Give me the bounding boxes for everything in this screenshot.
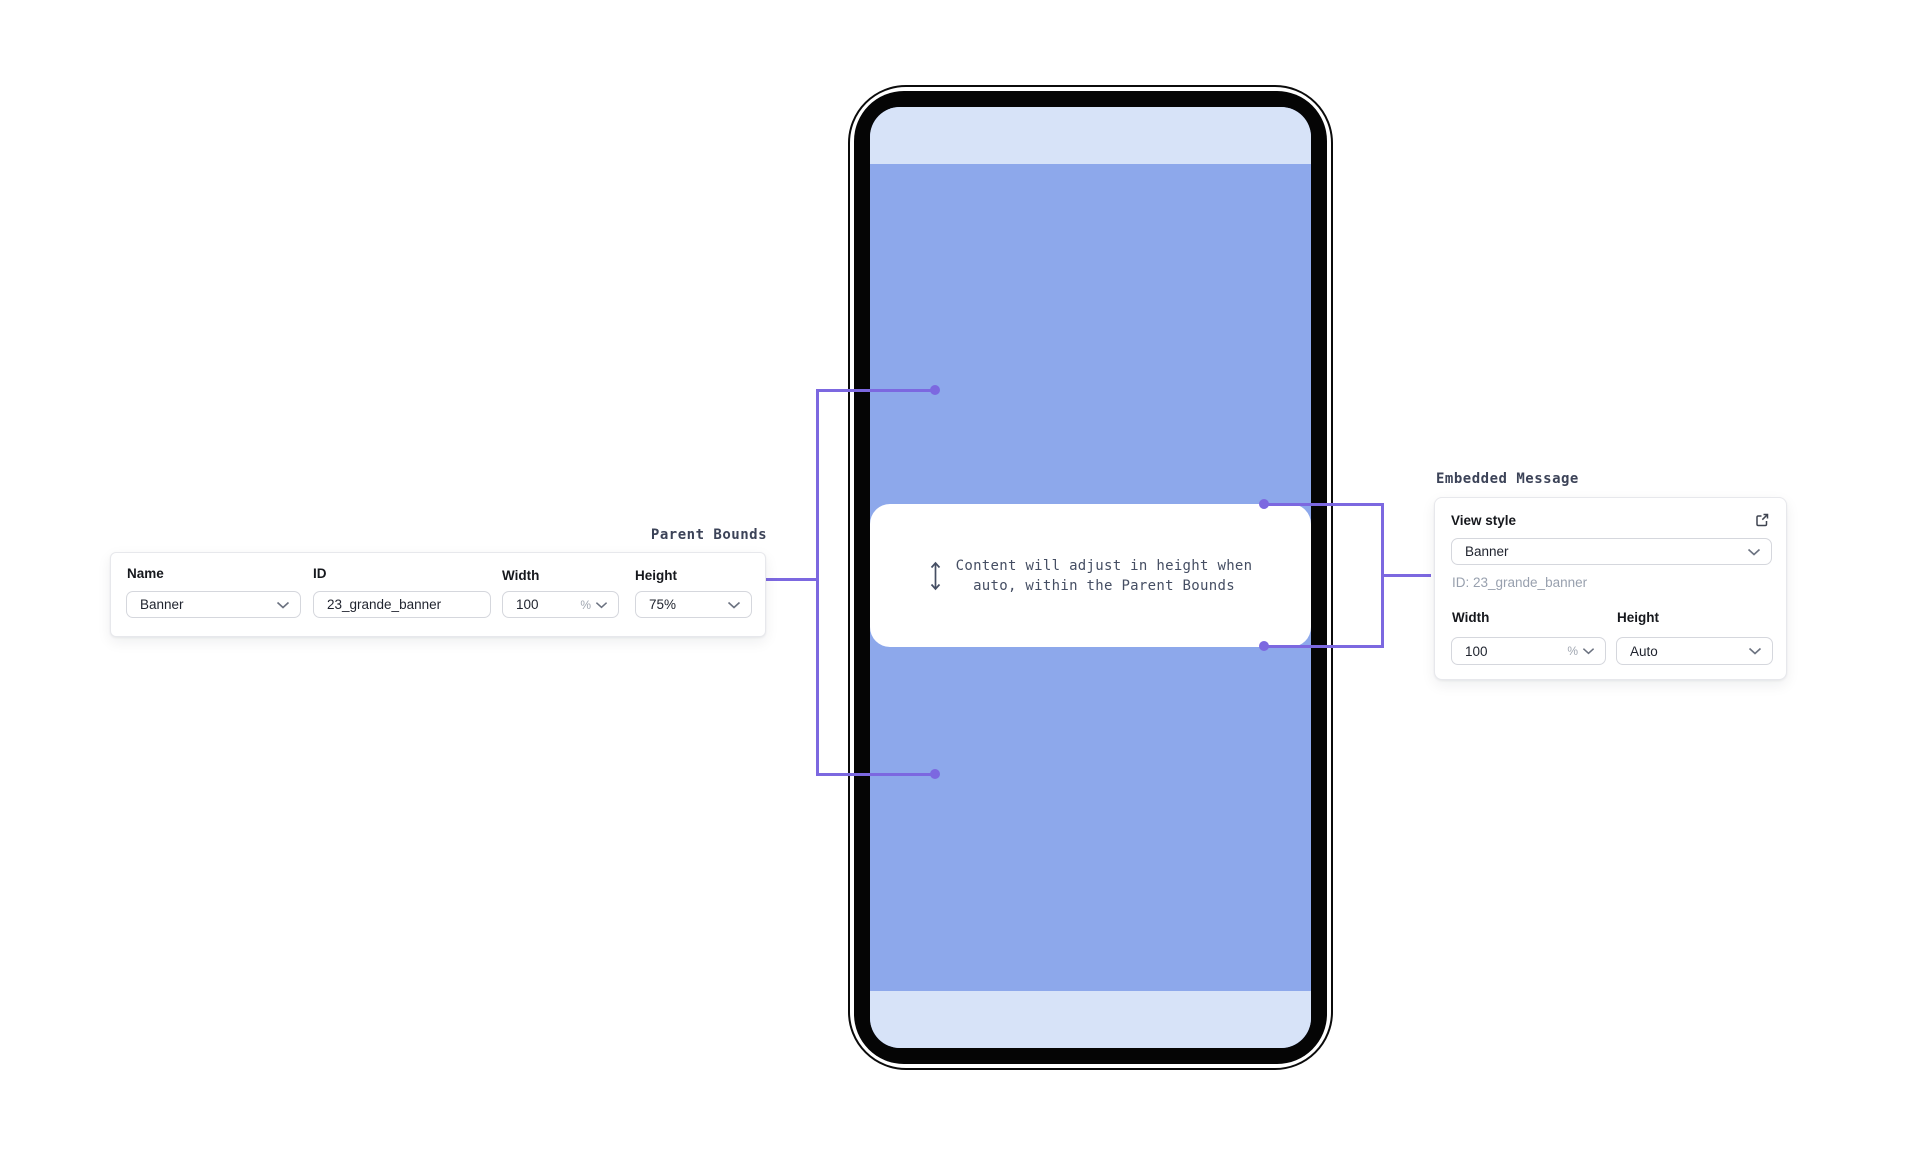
width-label: Width — [1452, 610, 1490, 625]
phone-screen: Content will adjust in height when auto,… — [870, 107, 1311, 1048]
phone-mockup: Content will adjust in height when auto,… — [848, 85, 1333, 1070]
height-select[interactable]: 75% — [635, 591, 752, 618]
view-style-select[interactable]: Banner — [1451, 538, 1772, 565]
width-label: Width — [502, 568, 540, 583]
width-input-value: 100 — [516, 597, 539, 612]
chevron-down-icon — [1582, 647, 1595, 655]
id-input-value: 23_grande_banner — [327, 597, 442, 612]
parent-bounds-title: Parent Bounds — [650, 527, 767, 543]
width-unit-label: % — [1567, 644, 1578, 658]
phone-bezel: Content will adjust in height when auto,… — [854, 91, 1327, 1064]
banner-message-line2: auto, within the Parent Bounds — [973, 577, 1235, 594]
left-bracket-top-line — [816, 389, 937, 392]
external-link-icon[interactable] — [1753, 511, 1771, 529]
left-bracket-vertical-line — [816, 389, 819, 776]
view-style-label: View style — [1451, 513, 1517, 528]
width-input-value: 100 — [1465, 643, 1488, 659]
phone-status-bar-bottom — [870, 991, 1311, 1048]
name-label: Name — [127, 566, 164, 581]
name-select[interactable]: Banner — [126, 591, 301, 618]
banner-message-text: Content will adjust in height when auto,… — [956, 556, 1253, 596]
message-id-text: ID: 23_grande_banner — [1452, 575, 1588, 590]
left-bracket-bottom-line — [816, 773, 937, 776]
name-select-value: Banner — [140, 597, 184, 612]
width-input[interactable]: 100 % — [502, 591, 619, 618]
id-label: ID — [313, 566, 327, 581]
banner-message-line1: Content will adjust in height when — [955, 557, 1253, 574]
anchor-dot-banner-bottom — [930, 769, 940, 779]
height-select-value: 75% — [649, 597, 677, 612]
right-bracket-top-line — [1264, 503, 1384, 506]
parent-bounds-panel: Name ID Width Height Banner 23_grande_ba… — [110, 552, 766, 637]
height-select[interactable]: Auto — [1616, 637, 1773, 665]
anchor-dot-message-bottom — [1259, 641, 1269, 651]
id-input[interactable]: 23_grande_banner — [313, 591, 491, 618]
left-bracket-middle-line — [766, 578, 818, 581]
width-input[interactable]: 100 % — [1451, 637, 1606, 665]
height-select-value: Auto — [1630, 643, 1658, 659]
right-bracket-middle-line — [1381, 574, 1431, 577]
embedded-message-panel: View style Banner ID: 23_grande_banner W… — [1434, 497, 1787, 680]
resize-vertical-icon — [929, 560, 942, 592]
height-label: Height — [635, 568, 677, 583]
width-unit-label: % — [580, 597, 591, 612]
chevron-down-icon — [1747, 548, 1761, 556]
chevron-down-icon — [595, 601, 608, 609]
height-label: Height — [1617, 610, 1659, 625]
anchor-dot-banner-top — [930, 385, 940, 395]
view-style-select-value: Banner — [1465, 544, 1509, 559]
banner-content-box: Content will adjust in height when auto,… — [870, 504, 1311, 647]
chevron-down-icon — [727, 601, 741, 609]
chevron-down-icon — [276, 601, 290, 609]
phone-status-bar-top — [870, 107, 1311, 164]
anchor-dot-message-top — [1259, 499, 1269, 509]
right-bracket-bottom-line — [1264, 645, 1384, 648]
embedded-message-title: Embedded Message — [1436, 471, 1579, 487]
chevron-down-icon — [1748, 647, 1762, 655]
